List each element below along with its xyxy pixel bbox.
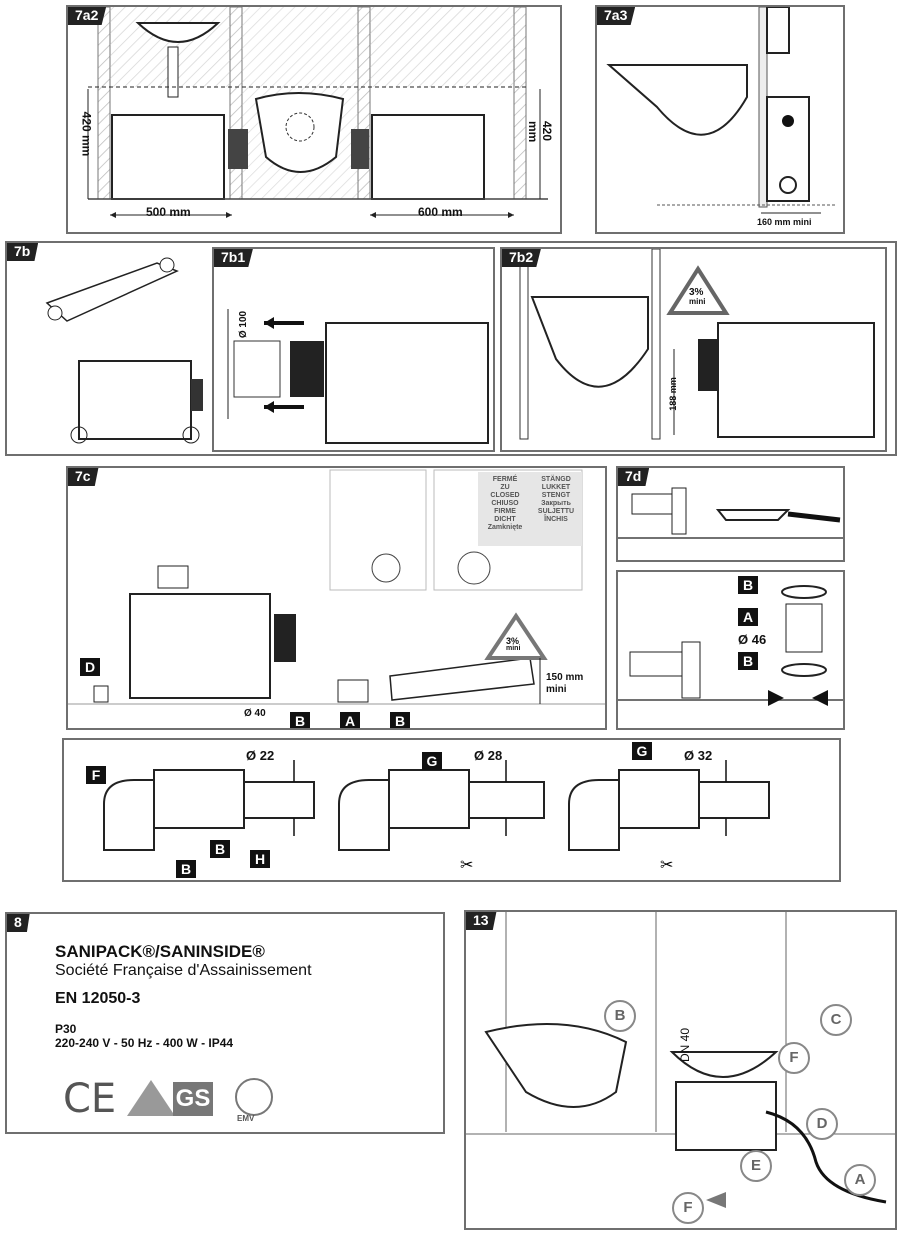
panel-7a3: 7a3 160 mm mini (595, 5, 845, 234)
panel-tag: 7c (68, 468, 99, 486)
gs-mark: GS (173, 1082, 213, 1116)
panel-7a2: 7a2 420 mm 4 (66, 5, 562, 234)
label-b1: B (290, 712, 310, 728)
dim-mini: mini (546, 684, 567, 695)
warning-triangle-icon (127, 1080, 175, 1116)
dn40-label: DN 40 (678, 1027, 693, 1063)
dim-d100: Ø 100 (238, 310, 250, 339)
scissors-icon: ✂ (460, 857, 473, 874)
illustration-7b (45, 257, 203, 444)
specs: 220-240 V - 50 Hz - 400 W - IP44 (55, 1036, 234, 1050)
illustration-7c (68, 469, 605, 705)
dim-d28: Ø 28 (474, 748, 503, 763)
panel-tag: 7b2 (502, 249, 542, 267)
label-b1: B (738, 576, 758, 594)
closed-de: ZU (500, 484, 510, 491)
dim-d40: Ø 40 (244, 708, 266, 719)
label-a: A (340, 712, 360, 728)
dim-d46: Ø 46 (738, 632, 767, 647)
dim-width-right: 600 mm (418, 205, 463, 219)
label-a: A (738, 608, 758, 626)
dim-160: 160 mm mini (757, 217, 812, 227)
panel-tag: 13 (466, 912, 497, 930)
company-name: Société Française d'Assainissement (55, 962, 312, 979)
illustration-13 (466, 912, 895, 1208)
slope-mini: mini (689, 297, 706, 306)
panel-tag: 8 (7, 914, 30, 932)
label-b1: B (210, 840, 230, 858)
closed-en: CLOSED (490, 492, 520, 499)
panel-8: 8 SANIPACK®/SANINSIDE® Société Française… (5, 912, 445, 1134)
label-d: D (80, 658, 100, 676)
panel-tag: 7a3 (597, 7, 636, 25)
label-c: C (820, 1004, 852, 1036)
emv-label: EMV (237, 1114, 255, 1123)
closed-col2: STÄNGD LUKKET STENGT Закрыть SULJETTU ÎN… (532, 476, 580, 524)
closed-pl: Zamknięte (487, 524, 523, 531)
emv-mark (235, 1078, 273, 1116)
panel-tag: 7a2 (68, 7, 107, 25)
label-f2: F (672, 1192, 704, 1224)
label-g1: G (422, 752, 442, 770)
illustration-7a2 (87, 7, 548, 218)
label-f1: F (778, 1042, 810, 1074)
illustration-7e: ✂ ✂ (103, 760, 770, 874)
panel-tag: 7b1 (214, 249, 254, 267)
label-h: H (250, 850, 270, 868)
closed-fr: FERMÉ (492, 476, 518, 483)
panel-7b2: 7b2 3% mini 188 mm (500, 247, 887, 452)
scissors-icon: ✂ (660, 857, 673, 874)
dim-width-left: 500 mm (146, 205, 191, 219)
label-e: E (740, 1150, 772, 1182)
standard: EN 12050-3 (55, 990, 141, 1007)
dim-height-right: 420 mm (526, 121, 554, 143)
product-name: SANIPACK®/SANINSIDE® (55, 942, 265, 961)
label-d: D (806, 1108, 838, 1140)
dim-188: 188 mm (667, 377, 678, 411)
label-b2: B (176, 860, 196, 878)
closed-da: LUKKET (541, 484, 571, 491)
panel-7d: 7d (616, 466, 845, 562)
panel-tag: 7b (7, 243, 39, 261)
dim-150: 150 mm (546, 672, 584, 683)
closed-pt: FIRME (494, 508, 516, 515)
label-b: B (604, 1000, 636, 1032)
slope-pct: 3% (506, 636, 520, 646)
closed-ro: ÎNCHIS (544, 516, 568, 523)
model: P30 (55, 1022, 77, 1036)
slope-pct: 3% (689, 287, 704, 298)
closed-col1: FERMÉ ZU CLOSED CHIUSO FIRME DICHT Zamkn… (482, 476, 528, 532)
illustration-7d-detail (618, 585, 843, 706)
panel-7c: 7c D B A B Ø 40 3% mini 150 mm mini FERM… (66, 466, 607, 730)
illustration-7b2 (519, 249, 875, 440)
illustration-7a3 (606, 7, 837, 214)
illustration-7b1 (227, 309, 489, 444)
illustration-7d (618, 487, 843, 539)
closed-no: STENGT (541, 492, 571, 499)
slope-mini: mini (506, 645, 521, 652)
label-b2: B (738, 652, 758, 670)
panel-tag: 7d (618, 468, 650, 486)
label-g2: G (632, 742, 652, 760)
panel-7d-detail: B A Ø 46 B (616, 570, 845, 730)
label-f: F (86, 766, 106, 784)
ce-mark: CE (63, 1076, 117, 1122)
closed-sv: STÄNGD (541, 476, 571, 483)
closed-ru: Закрыть (541, 500, 571, 507)
panel-7e: ✂ ✂ F B B H G G Ø 22 Ø 28 Ø 32 (62, 738, 841, 882)
panel-7b1: 7b1 Ø 100 (212, 247, 495, 452)
closed-fi: SULJETTU (537, 508, 575, 515)
dim-d22: Ø 22 (246, 748, 275, 763)
dim-height-left: 420 mm (79, 111, 94, 157)
label-b2: B (390, 712, 410, 728)
closed-nl: DICHT (494, 516, 516, 523)
closed-it: CHIUSO (491, 500, 519, 507)
label-a: A (844, 1164, 876, 1196)
dim-d32: Ø 32 (684, 748, 713, 763)
panel-13: 13 B C F D E A F DN 40 (464, 910, 897, 1230)
